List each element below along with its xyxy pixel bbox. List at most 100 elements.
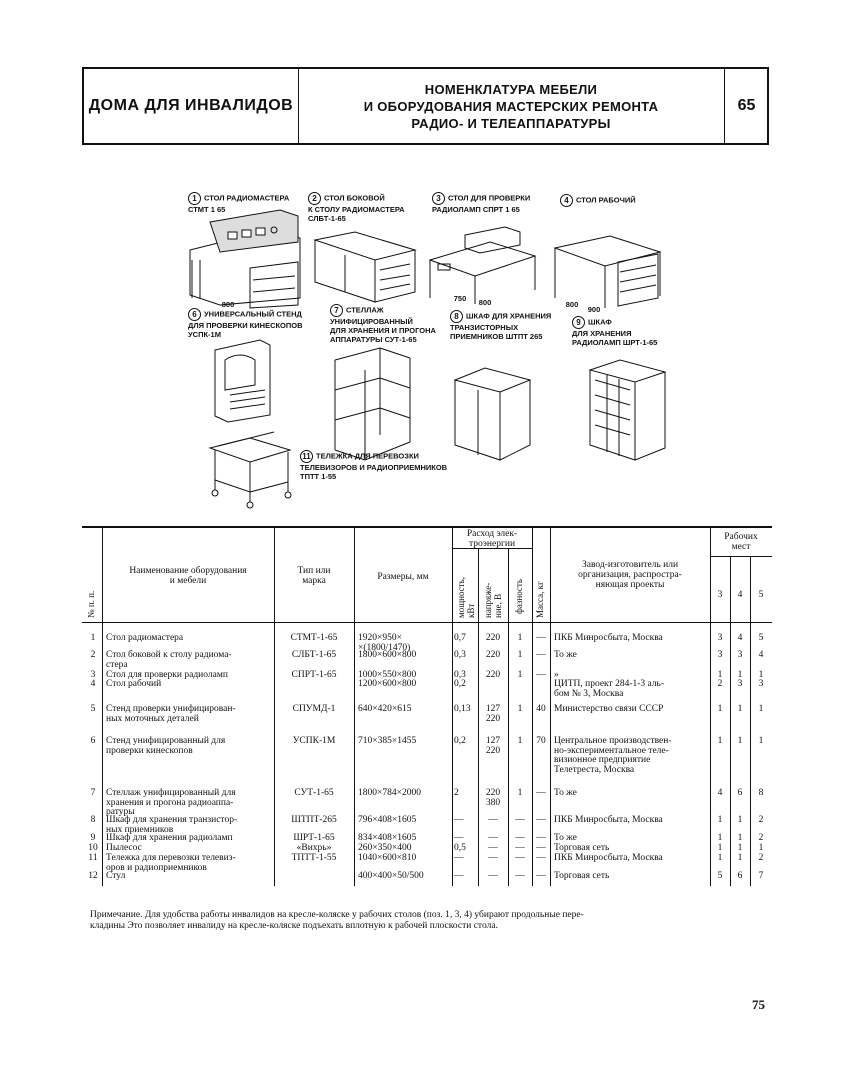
- title-line-3: РАДИО- И ТЕЛЕАППАРАТУРЫ: [411, 115, 611, 131]
- table-cell-volt: —: [488, 815, 498, 825]
- table-cell-n: 2: [90, 650, 96, 660]
- table-cell-w5: 5: [758, 633, 764, 643]
- table-cell-n: 1: [90, 633, 96, 643]
- table-cell-type: СЛБТ-1-65: [291, 650, 337, 660]
- th-work: Рабочих мест: [724, 532, 758, 552]
- table-cell-type: ШТПТ-265: [291, 815, 337, 825]
- table-cell-maker: ЦИТП, проект 284-1-3 аль- бом № 3, Москв…: [554, 679, 665, 699]
- table-cell-w5: 1: [758, 670, 764, 680]
- table-cell-name: Шкаф для хранения транзистор- ных приемн…: [106, 815, 238, 835]
- table-cell-size: 1200×600×800: [358, 679, 417, 689]
- table-cell-power: —: [454, 833, 464, 843]
- table-cell-phase: 1: [517, 633, 523, 643]
- table-cell-maker: ПКБ Минросбыта, Москва: [554, 633, 663, 643]
- dim-3b: 800: [478, 298, 492, 307]
- table-cell-w3: 1: [717, 853, 723, 863]
- th-type: Тип или марка: [297, 566, 331, 586]
- table-cell-volt: 220 380: [485, 788, 501, 808]
- table-cell-size: 640×420×615: [358, 704, 412, 714]
- table-cell-n: 3: [90, 670, 96, 680]
- table-cell-name: Шкаф для хранения радиоламп: [106, 833, 233, 843]
- table-cell-maker: То же: [554, 833, 577, 843]
- table-cell-volt: —: [488, 833, 498, 843]
- table-cell-volt: —: [488, 853, 498, 863]
- table-cell-name: Стол радиомастера: [106, 633, 184, 643]
- equipment-table: № п. п. Наименование оборудования и мебе…: [82, 526, 772, 900]
- table-cell-size: 834×408×1605: [358, 833, 417, 843]
- table-cell-size: 1800×600×800: [358, 650, 417, 660]
- table-cell-name: Стенд проверки унифицирован- ных моточны…: [106, 704, 236, 724]
- th-num: № п. п.: [86, 590, 96, 618]
- table-cell-w3: 4: [717, 788, 723, 798]
- th-voltage: напряже- ние, В: [483, 582, 503, 618]
- table-cell-n: 11: [88, 853, 98, 863]
- table-cell-volt: —: [488, 871, 498, 881]
- drawing-tube-test-table: [428, 226, 537, 304]
- table-cell-volt: —: [488, 843, 498, 853]
- table-cell-w3: 1: [717, 815, 723, 825]
- table-cell-mass: —: [536, 650, 546, 660]
- table-cell-mass: —: [536, 853, 546, 863]
- table-cell-w5: 8: [758, 788, 764, 798]
- table-cell-type: СТМТ-1-65: [290, 633, 338, 643]
- table-cell-size: 1800×784×2000: [358, 788, 421, 798]
- table-cell-phase: —: [515, 833, 525, 843]
- drawing-side-table: [313, 231, 417, 303]
- table-cell-w3: 1: [717, 736, 723, 746]
- th-w4: 4: [737, 590, 743, 600]
- table-cell-n: 12: [88, 871, 98, 881]
- table-cell-maker: То же: [554, 650, 577, 660]
- table-cell-w3: 2: [717, 679, 723, 689]
- table-cell-type: ТПТТ-1-55: [291, 853, 337, 863]
- table-cell-mass: 70: [536, 736, 546, 746]
- table-cell-maker: ПКБ Минросбыта, Москва: [554, 815, 663, 825]
- table-cell-size: 260×350×400: [358, 843, 412, 853]
- drawing-radiomaster-desk: [189, 209, 301, 309]
- sheet-number: 65: [737, 97, 756, 114]
- table-cell-power: 0,3: [454, 670, 466, 680]
- table-cell-w4: 1: [737, 736, 743, 746]
- table-cell-phase: —: [515, 853, 525, 863]
- table-cell-w5: 3: [758, 679, 764, 689]
- table-cell-power: 0,3: [454, 650, 466, 660]
- table-cell-n: 5: [90, 704, 96, 714]
- table-cell-maker: Центральное производствен- но-эксперимен…: [554, 736, 672, 775]
- table-cell-phase: —: [515, 843, 525, 853]
- table-cell-volt: 220: [485, 670, 501, 680]
- table-cell-phase: 1: [517, 650, 523, 660]
- table-cell-mass: —: [536, 833, 546, 843]
- table-cell-name: Стеллаж унифицированный для хранения и п…: [106, 788, 236, 817]
- table-cell-name: Стол рабочий: [106, 679, 162, 689]
- title-line-1: НОМЕНКЛАТУРА МЕБЕЛИ: [424, 81, 598, 97]
- table-cell-n: 10: [88, 843, 98, 853]
- table-cell-w5: 1: [758, 736, 764, 746]
- table-cell-phase: —: [515, 871, 525, 881]
- table-cell-name: Стол боковой к столу радиома- стера: [106, 650, 232, 670]
- table-cell-type: ШРТ-1-65: [293, 833, 335, 843]
- table-cell-mass: —: [536, 815, 546, 825]
- th-phase: фазность: [514, 579, 524, 614]
- th-energy: Расход элек- троэнергии: [466, 529, 518, 549]
- table-cell-n: 6: [90, 736, 96, 746]
- table-cell-w5: 7: [758, 871, 764, 881]
- table-cell-n: 8: [90, 815, 96, 825]
- title-line-2: И ОБОРУДОВАНИЯ МАСТЕРСКИХ РЕМОНТА: [363, 98, 659, 114]
- table-cell-w5: 2: [758, 833, 764, 843]
- table-cell-power: 0,13: [454, 704, 471, 714]
- table-cell-size: 1000×550×800: [358, 670, 417, 680]
- table-cell-w5: 2: [758, 853, 764, 863]
- table-cell-size: 1920×950× ×(1800/1470): [358, 633, 411, 653]
- table-cell-phase: 1: [517, 670, 523, 680]
- table-cell-power: 2: [454, 788, 459, 798]
- table-cell-maker: »: [554, 670, 559, 680]
- table-cell-phase: 1: [517, 736, 523, 746]
- table-cell-w4: 3: [737, 679, 743, 689]
- table-cell-w3: 1: [717, 843, 723, 853]
- table-cell-maker: То же: [554, 788, 577, 798]
- table-cell-maker: Министерство связи СССР: [554, 704, 664, 714]
- table-cell-mass: —: [536, 670, 546, 680]
- drawing-lamp-cabinet: [588, 359, 667, 461]
